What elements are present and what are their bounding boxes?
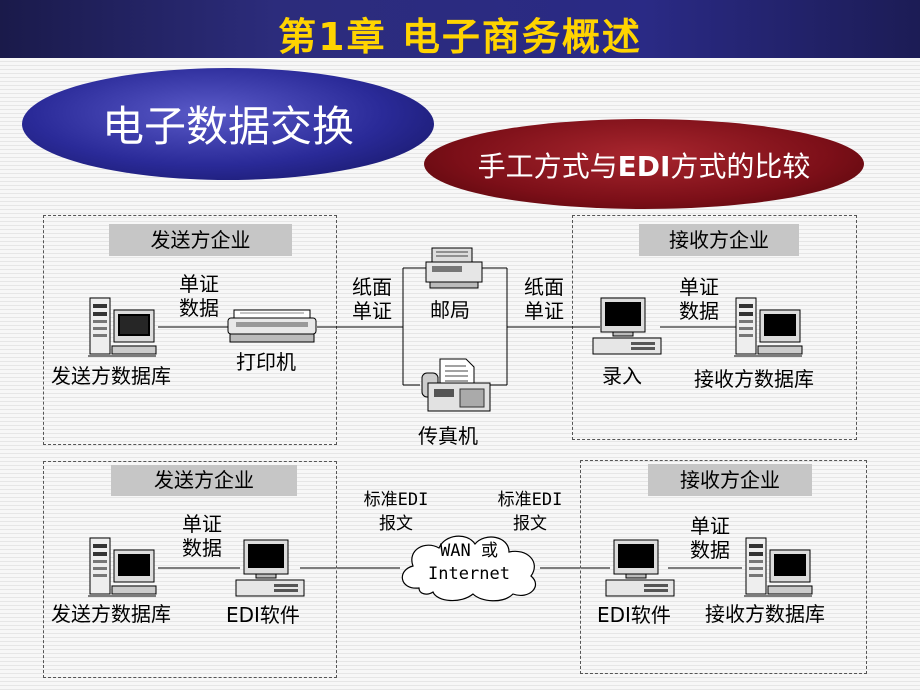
edi-doc-data-left-line2: 数据 [182, 536, 222, 560]
subtopic-prefix: 手工方式与 [477, 150, 618, 183]
edi-std-msg-right: 标准EDI 报文 [482, 488, 578, 536]
manual-doc-data-right: 单证 数据 [672, 275, 726, 323]
edi-software-left-label: EDI软件 [226, 603, 300, 627]
manual-doc-data-left-line1: 单证 [179, 272, 219, 296]
edi-std-msg-left-line2: 报文 [379, 514, 413, 534]
edi-sender-db-label: 发送方数据库 [51, 602, 171, 626]
manual-sender-region [43, 215, 337, 445]
manual-receiver-header: 接收方企业 [639, 224, 799, 256]
entry-computer-icon [591, 296, 663, 358]
edi-std-msg-right-line1: 标准EDI [497, 490, 563, 510]
fax-icon [418, 357, 492, 415]
manual-receiver-server-icon [732, 296, 804, 358]
edi-receiver-region [580, 460, 867, 674]
edi-std-msg-left: 标准EDI 报文 [348, 488, 444, 536]
edi-std-msg-left-line1: 标准EDI [363, 490, 429, 510]
manual-sender-db-label: 发送方数据库 [51, 364, 171, 388]
edi-software-right-label: EDI软件 [597, 603, 671, 627]
manual-receiver-db-label: 接收方数据库 [694, 367, 814, 391]
edi-software-left-computer-icon [234, 538, 306, 600]
edi-doc-data-right-line1: 单证 [690, 514, 730, 538]
printer-label: 打印机 [236, 350, 296, 374]
edi-receiver-header: 接收方企业 [648, 464, 812, 496]
manual-sender-header: 发送方企业 [109, 224, 292, 256]
edi-receiver-db-label: 接收方数据库 [705, 602, 825, 626]
title-bar [0, 0, 920, 58]
manual-paper-doc-right-line1: 纸面 [524, 275, 564, 299]
edi-doc-data-right-line2: 数据 [690, 538, 730, 562]
edi-sender-header: 发送方企业 [111, 465, 297, 496]
edi-sender-server-icon [86, 536, 158, 598]
manual-doc-data-right-line2: 数据 [679, 299, 719, 323]
edi-doc-data-left: 单证 数据 [175, 512, 229, 560]
manual-sender-server-icon [86, 296, 158, 358]
manual-paper-doc-left-line2: 单证 [352, 299, 392, 323]
edi-sender-region [43, 461, 337, 678]
manual-paper-doc-left: 纸面 单证 [345, 275, 399, 323]
network-label-line1: WAN 或 [440, 541, 498, 561]
subtopic-edi: EDI [617, 150, 671, 183]
subtopic-title: 手工方式与EDI方式的比较 [424, 145, 864, 185]
topic-oval [22, 68, 434, 180]
post-office-label: 邮局 [430, 298, 470, 322]
edi-doc-data-right: 单证 数据 [683, 514, 737, 562]
chapter-title: 第1章 电子商务概述 [278, 15, 642, 59]
network-label: WAN 或 Internet [409, 540, 529, 586]
manual-paper-doc-left-line1: 纸面 [352, 275, 392, 299]
topic-title: 电子数据交换 [101, 102, 354, 151]
subtopic-suffix: 方式的比较 [670, 150, 811, 183]
manual-paper-doc-right-line2: 单证 [524, 299, 564, 323]
edi-receiver-server-icon [742, 536, 814, 598]
cloud-icon [393, 528, 545, 604]
network-label-line2: Internet [428, 564, 510, 584]
manual-doc-data-left: 单证 数据 [172, 272, 226, 320]
fax-label: 传真机 [418, 424, 478, 448]
subtopic-oval [424, 119, 864, 209]
edi-software-right-computer-icon [604, 538, 676, 600]
manual-paper-doc-right: 纸面 单证 [517, 275, 571, 323]
post-office-printer-icon [424, 246, 484, 290]
entry-label: 录入 [602, 364, 642, 388]
edi-std-msg-right-line2: 报文 [513, 514, 547, 534]
manual-doc-data-left-line2: 数据 [179, 296, 219, 320]
manual-doc-data-right-line1: 单证 [679, 275, 719, 299]
edi-doc-data-left-line1: 单证 [182, 512, 222, 536]
printer-icon [226, 308, 318, 346]
